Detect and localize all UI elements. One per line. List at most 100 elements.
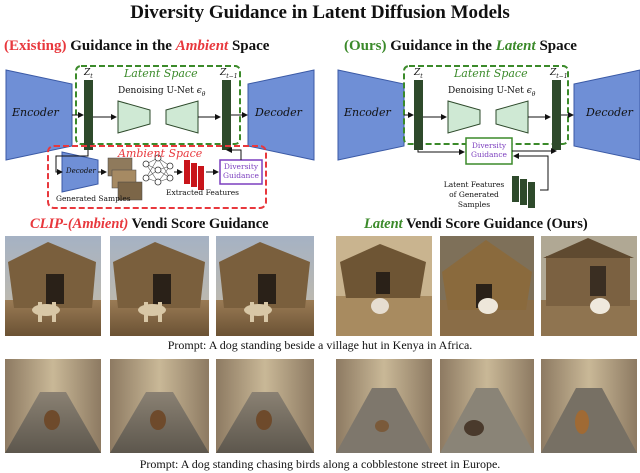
left-unet-encoder-shape bbox=[117, 100, 151, 134]
right-caption-rest: Vendi Score Guidance (Ours) bbox=[402, 216, 588, 232]
left-sample-thumb-3 bbox=[117, 181, 143, 201]
right-latent-feature-bar-1 bbox=[512, 176, 519, 202]
right-latent-features-text-1: Latent Features bbox=[443, 180, 505, 189]
left-latent-space-box bbox=[75, 65, 241, 145]
left-encoder-label: Encoder bbox=[12, 106, 59, 119]
right-results-caption: Latent Vendi Score Guidance (Ours) bbox=[364, 216, 588, 233]
right-caption-emph: Latent bbox=[364, 216, 403, 232]
left-unet-decoder-shape bbox=[165, 100, 199, 134]
photo-right-row2-2 bbox=[440, 359, 534, 453]
left-decoder-label: Decoder bbox=[255, 106, 302, 119]
photo-right-row1-1 bbox=[336, 236, 432, 336]
photo-right-row2-1 bbox=[336, 359, 432, 453]
right-title-mid: Guidance in the bbox=[386, 38, 496, 54]
left-title-emph: Ambient bbox=[175, 38, 229, 54]
right-zt1-bar bbox=[552, 80, 561, 150]
right-decoder-block bbox=[573, 69, 640, 161]
right-unet-eps: ϵ bbox=[526, 86, 532, 96]
left-feature-bar-3 bbox=[198, 166, 204, 190]
left-zt1-letter: Z bbox=[220, 68, 227, 78]
right-zt-label: Zt bbox=[414, 68, 423, 80]
left-zt1-bar bbox=[222, 80, 231, 150]
right-diversity-text-2: Guidance bbox=[471, 150, 507, 159]
left-zt-sub: t bbox=[90, 72, 93, 80]
right-unet-encoder-shape bbox=[447, 100, 481, 134]
left-unet-theta: θ bbox=[201, 90, 206, 98]
photo-left-row2-3 bbox=[216, 359, 314, 453]
right-encoder-label: Encoder bbox=[344, 106, 391, 119]
right-unet-theta: θ bbox=[531, 90, 536, 98]
photo-left-row1-1 bbox=[5, 236, 101, 336]
right-diversity-guidance-box bbox=[465, 137, 513, 165]
left-diversity-guidance-box bbox=[219, 159, 263, 185]
right-panel-title: (Ours) Guidance in the Latent Space bbox=[344, 38, 577, 55]
left-zt-bar bbox=[84, 80, 93, 150]
right-unet-label: Denoising U-Net ϵθ bbox=[448, 86, 535, 98]
right-diversity-guidance-label: Diversity Guidance bbox=[467, 141, 511, 159]
photo-left-row1-2 bbox=[110, 236, 209, 336]
left-arrow-zt-inner-decoder bbox=[55, 150, 89, 175]
right-diagram bbox=[337, 65, 640, 208]
left-zt-letter: Z bbox=[84, 68, 91, 78]
right-title-emph: Latent bbox=[495, 38, 536, 54]
right-latent-space-label: Latent Space bbox=[454, 67, 528, 80]
left-panel-title: (Existing) Guidance in the Ambient Space bbox=[4, 38, 269, 55]
right-title-tag: (Ours) bbox=[344, 38, 387, 54]
left-latent-space-label: Latent Space bbox=[124, 67, 198, 80]
right-arrow-zt-guidance bbox=[417, 149, 465, 155]
right-zt-sub: t bbox=[420, 72, 423, 80]
prompt-1: Prompt: A dog standing beside a village … bbox=[167, 338, 473, 352]
left-results-caption: CLIP-(Ambient) Vendi Score Guidance bbox=[30, 216, 269, 233]
left-unet-eps: ϵ bbox=[196, 86, 202, 96]
right-zt-bar bbox=[414, 80, 423, 150]
photo-left-row2-2 bbox=[110, 359, 209, 453]
right-zt1-label: Zt−1 bbox=[550, 68, 568, 80]
left-generated-samples-label: Generated Samples bbox=[56, 194, 131, 203]
left-caption-rest: Vendi Score Guidance bbox=[128, 216, 269, 232]
right-unet-decoder-shape bbox=[495, 100, 529, 134]
right-decoder-label: Decoder bbox=[586, 106, 633, 119]
left-feature-bar-2 bbox=[191, 163, 197, 187]
left-diversity-guidance-label: Diversity Guidance bbox=[221, 162, 261, 180]
photo-right-row1-2 bbox=[440, 236, 534, 336]
left-zt1-label: Zt−1 bbox=[220, 68, 238, 80]
left-unet-text: Denoising U-Net bbox=[118, 86, 194, 96]
right-latent-space-box bbox=[403, 65, 569, 145]
left-title-mid: Guidance in the bbox=[66, 38, 176, 54]
left-feature-bar-1 bbox=[184, 160, 190, 184]
right-encoder-block bbox=[337, 69, 405, 161]
left-inner-decoder-label: Decoder bbox=[66, 167, 96, 175]
prompt-2: Prompt: A dog standing chasing birds alo… bbox=[139, 457, 501, 471]
right-latent-features-text-2: of Generated Samples bbox=[449, 190, 499, 209]
left-diversity-text-1: Diversity bbox=[223, 162, 259, 171]
figure-title: Diversity Guidance in Latent Diffusion M… bbox=[130, 2, 510, 23]
photo-right-row1-3 bbox=[541, 236, 637, 336]
right-title-end: Space bbox=[535, 38, 577, 54]
right-zt1-letter: Z bbox=[550, 68, 557, 78]
right-arrow-features-guidance bbox=[513, 153, 549, 191]
right-unet-text: Denoising U-Net bbox=[448, 86, 524, 96]
left-unet-label: Denoising U-Net ϵθ bbox=[118, 86, 205, 98]
left-title-tag: (Existing) bbox=[4, 38, 67, 54]
right-diversity-text-1: Diversity bbox=[471, 141, 507, 150]
left-ambient-space-box bbox=[47, 145, 267, 209]
right-latent-feature-bar-2 bbox=[520, 179, 527, 205]
photo-left-row2-1 bbox=[5, 359, 101, 453]
left-title-end: Space bbox=[228, 38, 270, 54]
left-zt-label: Zt bbox=[84, 68, 93, 80]
photo-right-row2-3 bbox=[541, 359, 637, 453]
photo-left-row1-3 bbox=[216, 236, 314, 336]
right-zt-letter: Z bbox=[414, 68, 421, 78]
left-diversity-text-2: Guidance bbox=[223, 171, 259, 180]
left-arrow-guidance-zt1 bbox=[226, 147, 242, 160]
left-zt1-sub: t−1 bbox=[226, 72, 238, 80]
left-diagram bbox=[5, 65, 315, 209]
left-caption-emph: CLIP-(Ambient) bbox=[30, 216, 129, 232]
left-extracted-features-label: Extracted Features bbox=[166, 188, 240, 197]
right-latent-feature-bar-3 bbox=[528, 182, 535, 208]
left-ambient-space-label: Ambient Space bbox=[118, 147, 203, 160]
left-decoder-block bbox=[247, 69, 315, 161]
right-latent-features-label: Latent Features of Generated Samples bbox=[434, 180, 514, 210]
right-zt1-sub: t−1 bbox=[556, 72, 568, 80]
